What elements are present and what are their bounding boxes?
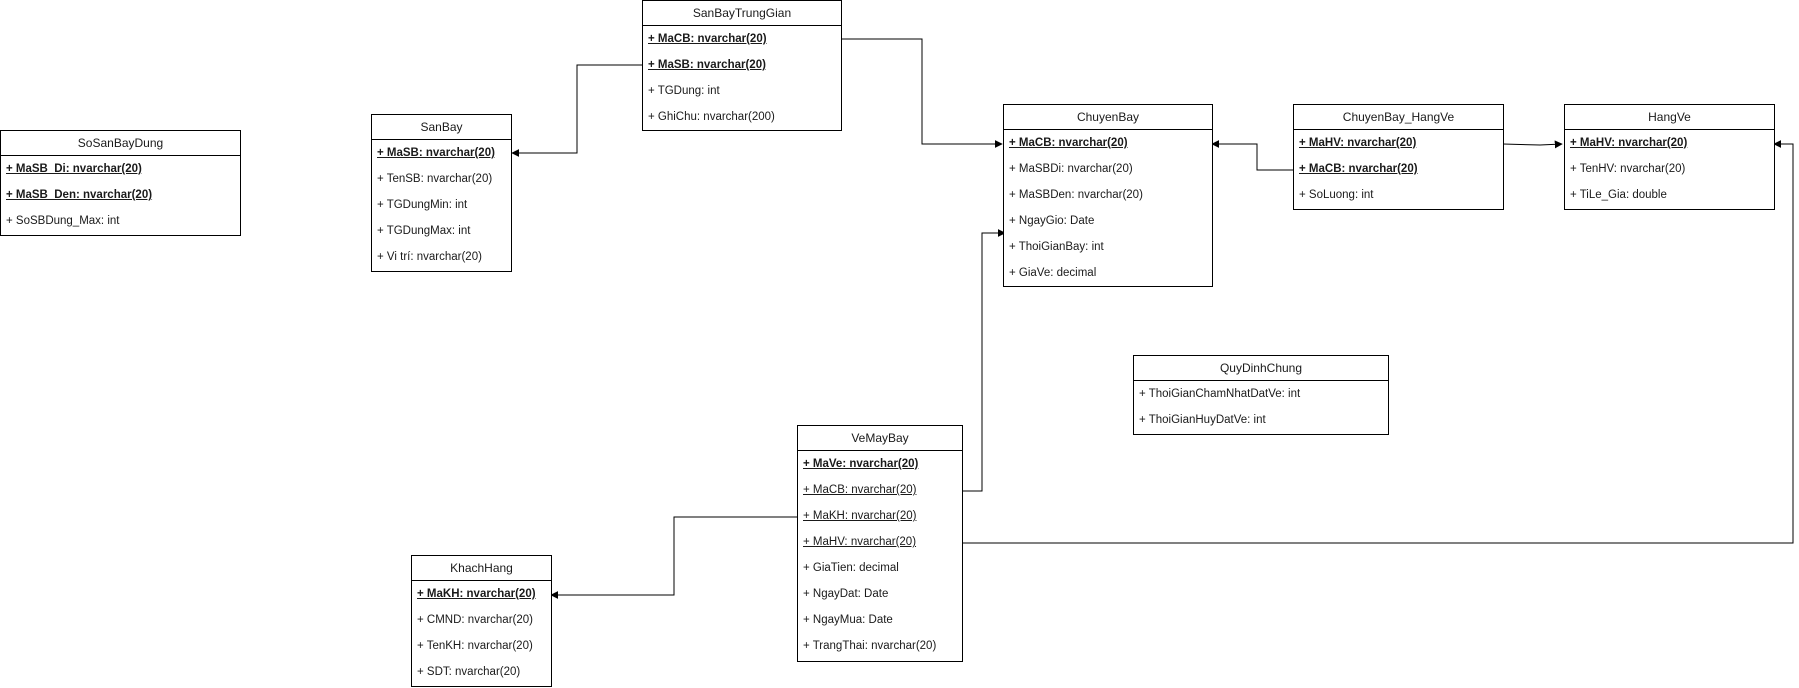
- field-macb: + MaCB: nvarchar(20): [1299, 163, 1418, 175]
- rel-chuyenbayhangve-hangve: [1502, 140, 1563, 149]
- field-ngaymua: + NgayMua: Date: [803, 614, 893, 626]
- rel-vemaybay-khachhang: [550, 516, 797, 599]
- field-sosbdung-max: + SoSBDung_Max: int: [6, 215, 120, 227]
- field-tgdung: + TGDung: int: [648, 85, 720, 97]
- field-cmnd: + CMND: nvarchar(20): [417, 614, 533, 626]
- entity-quydinhchung[interactable]: QuyDinhChung + ThoiGianChamNhatDatVe: in…: [1133, 355, 1389, 435]
- entity-hangve[interactable]: HangVe + MaHV: nvarchar(20) + TenHV: nva…: [1564, 104, 1775, 210]
- entity-title: QuyDinhChung: [1134, 356, 1388, 381]
- rel-vemaybay-chuyenbay: [962, 229, 1006, 492]
- entity-vemaybay[interactable]: VeMayBay + MaVe: nvarchar(20) + MaCB: nv…: [797, 425, 963, 662]
- field-masbden: + MaSBDen: nvarchar(20): [1009, 189, 1143, 201]
- field-tgdungmin: + TGDungMin: int: [377, 199, 468, 211]
- field-makh: + MaKH: nvarchar(20): [803, 510, 917, 522]
- field-thoigianchamnhatdatve: + ThoiGianChamNhatDatVe: int: [1139, 388, 1301, 400]
- field-trangthai: + TrangThai: nvarchar(20): [803, 640, 937, 652]
- field-makh: + MaKH: nvarchar(20): [417, 588, 536, 600]
- rel-vemaybay-hangve: [962, 140, 1794, 544]
- field-mahv: + MaHV: nvarchar(20): [803, 536, 917, 548]
- field-tgdungmax: + TGDungMax: int: [377, 225, 471, 237]
- entity-chuyenbay[interactable]: ChuyenBay + MaCB: nvarchar(20) + MaSBDi:…: [1003, 104, 1213, 287]
- field-giatien: + GiaTien: decimal: [803, 562, 899, 574]
- rel-chuyenbayhangve-chuyenbay: [1211, 140, 1293, 171]
- field-mave: + MaVe: nvarchar(20): [803, 458, 919, 470]
- field-ghichu: + GhiChu: nvarchar(200): [648, 111, 775, 123]
- entity-title: KhachHang: [412, 556, 551, 581]
- entity-chuyenbay-hangve[interactable]: ChuyenBay_HangVe + MaHV: nvarchar(20) + …: [1293, 104, 1504, 210]
- field-ngaydat: + NgayDat: Date: [803, 588, 889, 600]
- rel-sanbaytrunggian-chuyenbay: [842, 38, 1003, 148]
- entity-title: ChuyenBay_HangVe: [1294, 105, 1503, 130]
- field-thoigianhuydatve: + ThoiGianHuyDatVe: int: [1139, 414, 1266, 426]
- field-macb: + MaCB: nvarchar(20): [1009, 137, 1128, 149]
- field-vitri: + Vi trí: nvarchar(20): [377, 251, 482, 263]
- field-thoigianbay: + ThoiGianBay: int: [1009, 241, 1104, 253]
- field-masb: + MaSB: nvarchar(20): [648, 59, 766, 71]
- field-giave: + GiaVe: decimal: [1009, 267, 1097, 279]
- field-soluong: + SoLuong: int: [1299, 189, 1374, 201]
- entity-title: SanBay: [372, 115, 511, 140]
- entity-title: VeMayBay: [798, 426, 962, 451]
- entity-sanbay[interactable]: SanBay + MaSB: nvarchar(20) + TenSB: nva…: [371, 114, 512, 272]
- field-tensb: + TenSB: nvarchar(20): [377, 173, 493, 185]
- field-mahv: + MaHV: nvarchar(20): [1570, 137, 1688, 149]
- entity-title: SanBayTrungGian: [643, 1, 841, 26]
- entity-sosanbaydung[interactable]: SoSanBayDung + MaSB_Di: nvarchar(20) + M…: [0, 130, 241, 236]
- field-macb: + MaCB: nvarchar(20): [648, 33, 767, 45]
- field-mahv: + MaHV: nvarchar(20): [1299, 137, 1417, 149]
- rel-sanbaytrunggian-sanbay: [511, 64, 643, 157]
- field-masb-den: + MaSB_Den: nvarchar(20): [6, 189, 153, 201]
- entity-sanbaytrunggian[interactable]: SanBayTrungGian + MaCB: nvarchar(20) + M…: [642, 0, 842, 131]
- field-ngaygio: + NgayGio: Date: [1009, 215, 1095, 227]
- field-tenhv: + TenHV: nvarchar(20): [1570, 163, 1686, 175]
- field-masb-di: + MaSB_Di: nvarchar(20): [6, 163, 142, 175]
- field-sdt: + SDT: nvarchar(20): [417, 666, 521, 678]
- field-masbdi: + MaSBDi: nvarchar(20): [1009, 163, 1133, 175]
- entity-title: ChuyenBay: [1004, 105, 1212, 130]
- entity-title: HangVe: [1565, 105, 1774, 130]
- entity-khachhang[interactable]: KhachHang + MaKH: nvarchar(20) + CMND: n…: [411, 555, 552, 687]
- field-macb: + MaCB: nvarchar(20): [803, 484, 917, 496]
- entity-title: SoSanBayDung: [1, 131, 240, 156]
- field-tile-gia: + TiLe_Gia: double: [1570, 189, 1667, 201]
- field-tenkh: + TenKH: nvarchar(20): [417, 640, 533, 652]
- field-masb: + MaSB: nvarchar(20): [377, 147, 495, 159]
